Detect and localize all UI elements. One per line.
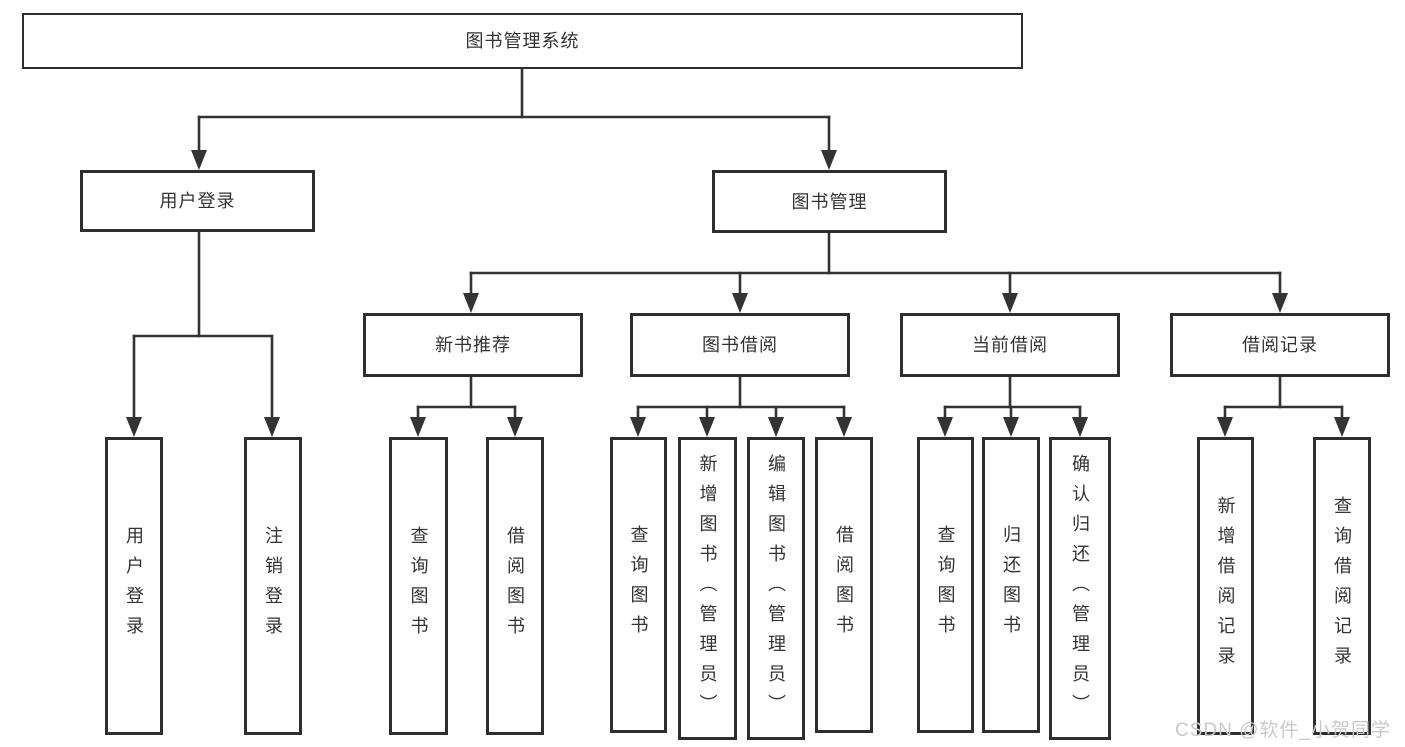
arrowhead-icon	[732, 293, 748, 313]
new-book-recommend-node: 新书推荐	[363, 313, 583, 377]
arrowhead-icon	[768, 417, 784, 437]
add-borrow-record-label: 新增借阅记录	[1215, 496, 1236, 676]
user-login-group-label: 用户登录	[159, 191, 236, 211]
watermark: CSDN @软件_小贺同学	[1175, 720, 1391, 741]
query-books-borrow-node: 查询图书	[610, 437, 667, 733]
book-borrowing-label: 图书借阅	[702, 335, 778, 355]
arrowhead-icon	[410, 417, 426, 437]
confirm-return-admin-label: 确认归还（管理员）	[1070, 453, 1090, 724]
user-login-node: 用户登录	[105, 437, 163, 735]
arrowhead-icon	[699, 417, 715, 437]
edit-books-admin-label: 编辑图书（管理员）	[766, 453, 786, 724]
arrowhead-icon	[1217, 417, 1233, 437]
arrowhead-icon	[191, 150, 207, 170]
query-books-borrow-label: 查询图书	[628, 525, 649, 645]
confirm-return-admin-node: 确认归还（管理员）	[1049, 437, 1111, 740]
arrowhead-icon	[630, 417, 646, 437]
edit-books-admin-node: 编辑图书（管理员）	[747, 437, 805, 740]
borrowing-records-node: 借阅记录	[1170, 313, 1390, 377]
query-books-current-label: 查询图书	[935, 525, 956, 645]
arrowhead-icon	[1334, 417, 1350, 437]
new-book-recommend-label: 新书推荐	[435, 335, 511, 355]
book-management-node: 图书管理	[712, 170, 947, 233]
current-borrowing-label: 当前借阅	[972, 335, 1048, 355]
arrowhead-icon	[1002, 293, 1018, 313]
current-borrowing-node: 当前借阅	[900, 313, 1120, 377]
system-root-label: 图书管理系统	[465, 31, 580, 51]
return-books-label: 归还图书	[1001, 525, 1021, 645]
arrowhead-icon	[507, 417, 523, 437]
borrow-books-recommend-label: 借阅图书	[505, 526, 525, 646]
query-books-recommend-node: 查询图书	[389, 437, 448, 735]
arrowhead-icon	[1272, 293, 1288, 313]
query-borrow-record-node: 查询借阅记录	[1313, 437, 1371, 735]
add-borrow-record-node: 新增借阅记录	[1197, 437, 1254, 735]
borrow-books-borrow-label: 借阅图书	[834, 525, 854, 645]
arrowhead-icon	[264, 417, 280, 437]
book-borrowing-node: 图书借阅	[630, 313, 850, 377]
arrowhead-icon	[1003, 417, 1019, 437]
arrowhead-icon	[1072, 417, 1088, 437]
return-books-node: 归还图书	[982, 437, 1040, 733]
user-login-group-node: 用户登录	[80, 170, 315, 232]
query-borrow-record-label: 查询借阅记录	[1332, 496, 1352, 676]
book-management-label: 图书管理	[791, 191, 868, 212]
logout-node: 注销登录	[244, 437, 302, 735]
arrowhead-icon	[836, 417, 852, 437]
arrowhead-icon	[126, 417, 142, 437]
query-books-current-node: 查询图书	[917, 437, 974, 733]
query-books-recommend-label: 查询图书	[408, 526, 429, 646]
arrowhead-icon	[821, 150, 837, 170]
arrowhead-icon	[937, 417, 953, 437]
system-root-node: 图书管理系统	[22, 13, 1023, 69]
add-books-admin-label: 新增图书（管理员）	[697, 453, 718, 724]
add-books-admin-node: 新增图书（管理员）	[678, 437, 737, 740]
borrowing-records-label: 借阅记录	[1242, 335, 1318, 355]
logout-label: 注销登录	[263, 526, 283, 646]
user-login-label: 用户登录	[124, 526, 144, 646]
borrow-books-borrow-node: 借阅图书	[815, 437, 873, 733]
borrow-books-recommend-node: 借阅图书	[486, 437, 544, 735]
arrowhead-icon	[463, 293, 479, 313]
